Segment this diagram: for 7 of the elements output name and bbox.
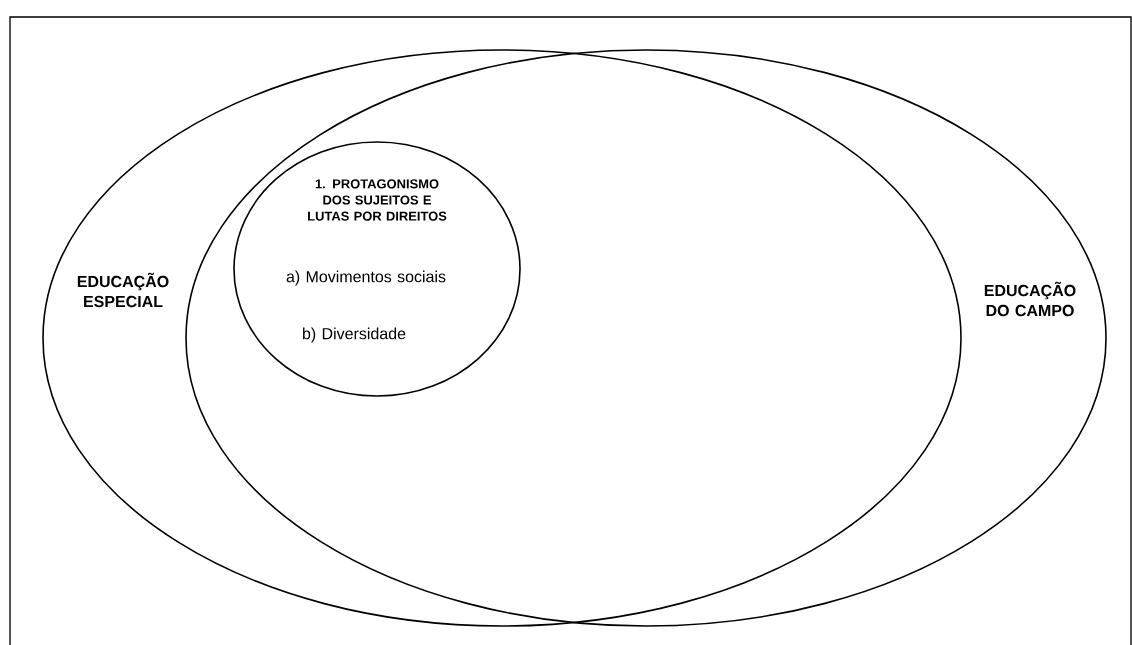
ellipse-label: EDUCAÇÃO DO CAMPO — [984, 281, 1076, 317]
ellipse — [185, 49, 1107, 627]
ellipse-label: EDUCAÇÃO ESPECIAL — [77, 272, 169, 308]
list-item: b) Diversidade — [303, 327, 406, 343]
list-item: a) Movimentos sociais — [286, 270, 446, 286]
circle-heading: 1. PROTAGONISMO DOS SUJEITOS E LUTAS POR DIREITOS — [308, 179, 447, 221]
ellipse — [42, 49, 962, 627]
